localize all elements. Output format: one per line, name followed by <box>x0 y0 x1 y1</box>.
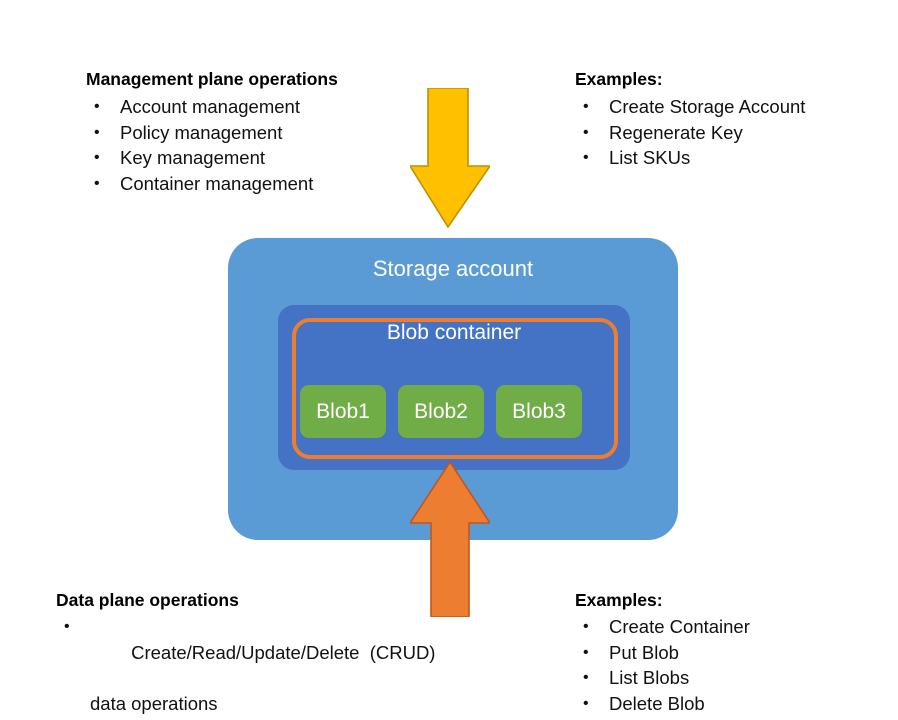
data-examples-list: Create Container Put Blob List Blobs Del… <box>575 614 750 716</box>
management-examples-block: Examples: Create Storage Account Regener… <box>575 67 805 171</box>
storage-account-box: Storage account Blob container Blob1 Blo… <box>228 238 678 540</box>
list-item: Policy management <box>86 120 338 146</box>
management-plane-arrow <box>410 88 490 228</box>
data-plane-block: Data plane operations Create/Read/Update… <box>56 588 435 720</box>
list-item: Delete Blob <box>575 691 750 717</box>
blob-item: Blob1 <box>300 385 386 438</box>
arrow-down-icon <box>410 88 490 228</box>
list-item: Regenerate Key <box>575 120 805 146</box>
management-examples-title: Examples: <box>575 69 663 89</box>
blob-item: Blob3 <box>496 385 582 438</box>
data-examples-block: Examples: Create Container Put Blob List… <box>575 588 750 716</box>
management-plane-title: Management plane operations <box>86 69 338 89</box>
blob-container-box: Blob container Blob1 Blob2 Blob3 <box>278 305 630 470</box>
data-plane-title: Data plane operations <box>56 590 239 610</box>
list-item: List SKUs <box>575 145 805 171</box>
list-item-line2: data operations <box>90 692 218 714</box>
data-plane-list: Create/Read/Update/Delete (CRUD) data op… <box>56 614 435 720</box>
list-item: Container management <box>86 171 338 197</box>
management-examples-list: Create Storage Account Regenerate Key Li… <box>575 94 805 171</box>
blobs-row: Blob1 Blob2 Blob3 <box>300 385 608 438</box>
list-item: Create Container <box>575 614 750 640</box>
storage-account-label: Storage account <box>372 256 534 281</box>
blob-item: Blob2 <box>398 385 484 438</box>
list-item: Account management <box>86 94 338 120</box>
list-item: Create/Read/Update/Delete (CRUD) data op… <box>56 614 435 720</box>
list-item: Create Storage Account <box>575 94 805 120</box>
list-item-line1: Create/Read/Update/Delete (CRUD) <box>131 641 436 663</box>
list-item: Key management <box>86 145 338 171</box>
data-examples-title: Examples: <box>575 590 663 610</box>
management-plane-list: Account management Policy management Key… <box>86 94 338 196</box>
list-item: List Blobs <box>575 665 750 691</box>
blob-container-label: Blob container <box>386 321 522 344</box>
management-plane-block: Management plane operations Account mana… <box>86 67 338 196</box>
data-plane-arrow <box>410 462 490 617</box>
arrow-up-icon <box>410 462 490 617</box>
list-item: Put Blob <box>575 640 750 666</box>
